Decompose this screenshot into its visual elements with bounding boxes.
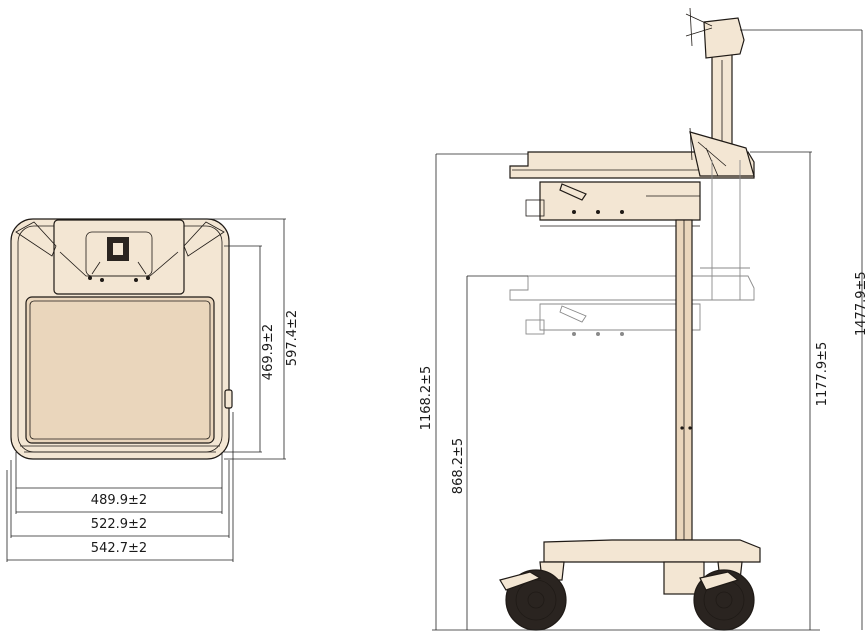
top-view [10, 218, 233, 460]
side-view [499, 7, 761, 631]
dim-width-inner: 489.9±2 [91, 493, 147, 508]
dim-height-mount: 1177.9±5 [815, 342, 830, 407]
cart-base [543, 539, 761, 563]
top-view-dimensions: 489.9±2 522.9±2 542.7±2 469.9±2 597.4±2 [6, 218, 300, 562]
top-view-mount-fins [59, 251, 179, 277]
monitor-arm [685, 7, 713, 47]
top-view-work-surface-edge [29, 300, 211, 440]
caster-left [499, 561, 567, 631]
monitor-mount-head [703, 17, 745, 59]
upper-handle-bracket [689, 131, 755, 177]
top-view-screw [100, 278, 104, 282]
top-view-corner-left [15, 221, 57, 257]
top-view-screw [88, 276, 92, 280]
dim-width-outer: 542.7±2 [91, 541, 147, 556]
dim-width-middle: 522.9±2 [91, 517, 147, 532]
caster-right [693, 561, 755, 631]
top-view-corner-right [183, 221, 225, 257]
dim-depth-inner: 469.9±2 [261, 324, 276, 380]
top-view-front-ledge [20, 445, 220, 453]
lower-shelf-ghost [509, 160, 755, 336]
dim-height-lower-shelf: 868.2±5 [451, 438, 466, 494]
top-view-screw [134, 278, 138, 282]
top-view-work-surface [25, 296, 215, 444]
upper-tray-latch [559, 183, 587, 201]
side-view-dimensions: 1168.2±5 868.2±5 1177.9±5 1477.9±5 [419, 29, 867, 631]
top-view-side-knob [224, 389, 233, 409]
dim-depth-outer: 597.4±2 [285, 310, 300, 366]
upper-shelf [509, 151, 755, 179]
dim-height-upper-shelf: 1168.2±5 [419, 366, 434, 431]
top-view-screw [146, 276, 150, 280]
dim-height-total: 1477.9±5 [854, 271, 867, 336]
top-view-mount-slot [113, 243, 123, 255]
